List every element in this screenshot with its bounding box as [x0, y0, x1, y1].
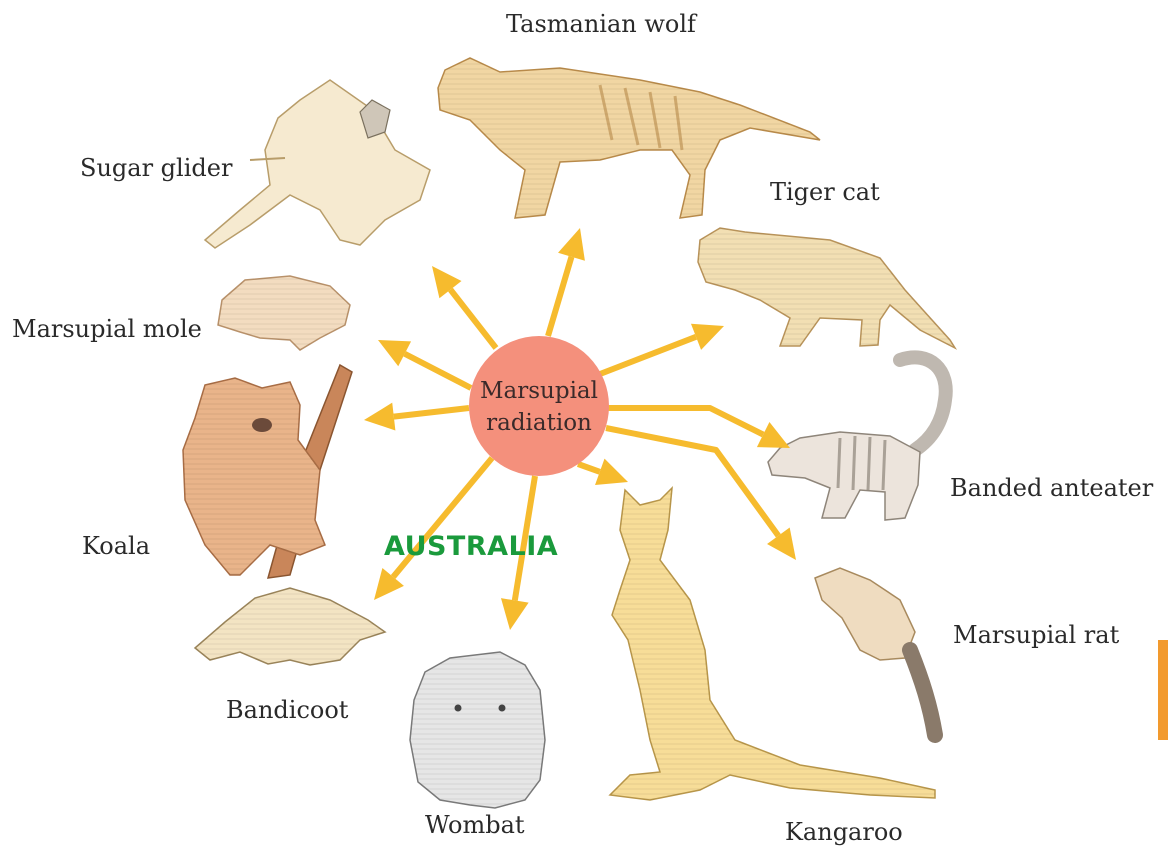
sugar-glider-illustration [205, 80, 430, 248]
label-marsupial-mole: Marsupial mole [12, 315, 202, 343]
arrow-head-koala [364, 403, 395, 431]
arrow-shaft-koala [394, 408, 469, 417]
arrow-shaft-sugar-glider [450, 290, 496, 348]
arrow-shaft-kangaroo [578, 464, 600, 472]
hub-label-line2: radiation [486, 410, 592, 436]
label-koala: Koala [82, 532, 150, 560]
koala-illustration [183, 365, 352, 578]
label-tasmanian-wolf: Tasmanian wolf [506, 10, 698, 38]
tiger-cat-illustration [698, 228, 955, 348]
wombat-illustration [410, 652, 545, 808]
tasmanian-wolf-illustration [438, 58, 820, 218]
arrow-shaft-tiger-cat [600, 337, 696, 374]
banded-anteater-illustration [768, 357, 946, 520]
arrow-head-wombat [501, 598, 529, 630]
label-bandicoot: Bandicoot [226, 696, 349, 724]
label-wombat: Wombat [425, 811, 525, 839]
marsupial-radiation-hub [469, 336, 609, 476]
arrow-head-marsupial-rat [767, 528, 796, 560]
region-label-australia: AUSTRALIA [384, 531, 558, 562]
label-banded-anteater: Banded anteater [950, 474, 1154, 502]
bandicoot-illustration [195, 588, 385, 665]
arrow-head-kangaroo [595, 459, 628, 485]
arrow-shaft-tasmanian-wolf [548, 257, 571, 336]
edge-marker [1158, 640, 1168, 740]
label-kangaroo: Kangaroo [785, 818, 903, 846]
hub-label-line1: Marsupial [480, 378, 598, 404]
arrow-head-tasmanian-wolf [558, 228, 585, 261]
marsupial-rat-illustration [815, 568, 935, 735]
label-marsupial-rat: Marsupial rat [953, 621, 1120, 649]
label-sugar-glider: Sugar glider [80, 154, 233, 182]
marsupial-mole-illustration [218, 276, 350, 350]
arrow-shaft-marsupial-mole [405, 354, 471, 388]
label-tiger-cat: Tiger cat [770, 178, 880, 206]
